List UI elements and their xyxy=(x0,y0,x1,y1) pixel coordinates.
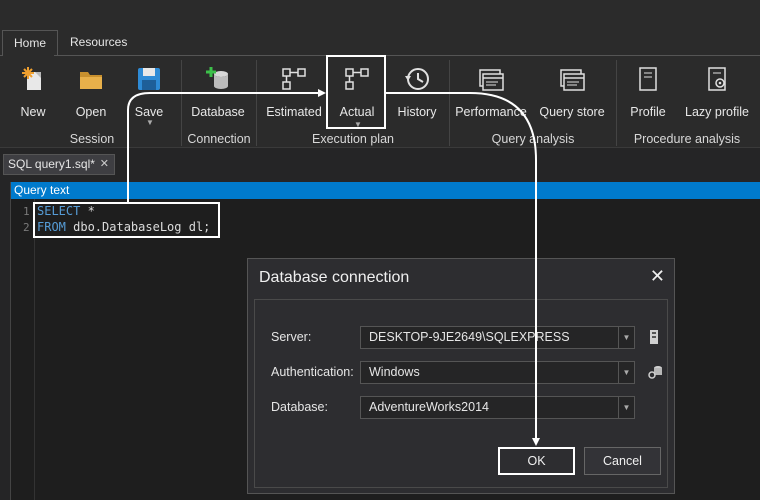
document-tab[interactable]: SQL query1.sql* ✕ xyxy=(3,154,115,175)
save-button[interactable]: Save xyxy=(124,56,174,124)
query-store-button[interactable]: Query store xyxy=(534,56,610,124)
estimated-label: Estimated xyxy=(266,105,322,119)
line-number: 2 xyxy=(23,221,30,234)
line-number-gutter: 1 2 xyxy=(11,199,35,500)
ok-button[interactable]: OK xyxy=(498,447,575,475)
open-button[interactable]: Open xyxy=(66,56,116,124)
history-button[interactable]: History xyxy=(390,56,444,124)
server-label: Server: xyxy=(271,330,312,344)
database-combo[interactable]: AdventureWorks2014 ▼ xyxy=(360,396,635,419)
auth-settings-icon[interactable] xyxy=(648,365,664,379)
query-store-label: Query store xyxy=(539,105,605,119)
code-line[interactable]: SELECT * xyxy=(37,204,95,218)
performance-label: Performance xyxy=(455,105,527,119)
query-panel-header: Query text xyxy=(11,182,760,199)
performance-icon xyxy=(479,69,504,91)
close-icon[interactable]: ✕ xyxy=(649,266,665,286)
actual-label: Actual xyxy=(339,105,375,119)
close-tab-icon[interactable]: ✕ xyxy=(99,158,109,170)
lazy-profile-icon xyxy=(708,67,726,91)
actual-highlight-box xyxy=(326,55,386,129)
dialog-title: Database connection xyxy=(259,269,410,286)
chevron-down-icon[interactable]: ▼ xyxy=(618,397,634,418)
group-procedure-analysis-label: Procedure analysis xyxy=(633,132,741,146)
ribbon-tab-bar: Home Resources xyxy=(0,0,760,57)
performance-button[interactable]: Performance xyxy=(454,56,528,124)
save-icon xyxy=(138,68,160,90)
actual-plan-icon xyxy=(345,68,369,90)
database-label: Database: xyxy=(271,400,328,414)
save-label: Save xyxy=(134,105,164,119)
save-dropdown-arrow[interactable]: ▼ xyxy=(146,118,154,127)
new-icon xyxy=(22,67,41,90)
tab-home[interactable]: Home xyxy=(2,30,59,57)
query-store-icon xyxy=(560,69,585,91)
new-button[interactable]: New xyxy=(8,56,58,124)
history-label: History xyxy=(397,105,437,119)
group-session-label: Session xyxy=(69,132,115,146)
sql-text: * xyxy=(80,204,95,218)
estimated-plan-icon xyxy=(282,68,306,90)
group-query-analysis-label: Query analysis xyxy=(491,132,575,146)
authentication-value: Windows xyxy=(369,365,420,379)
estimated-plan-button[interactable]: Estimated xyxy=(262,56,326,124)
cancel-button[interactable]: Cancel xyxy=(584,447,661,475)
sql-keyword: FROM xyxy=(37,220,66,234)
profile-button[interactable]: Profile xyxy=(622,56,674,124)
server-value: DESKTOP-9JE2649\SQLEXPRESS xyxy=(369,330,570,344)
sql-text: dbo.DatabaseLog dl; xyxy=(65,220,211,234)
database-icon xyxy=(206,67,228,89)
chevron-down-icon[interactable]: ▼ xyxy=(618,327,634,348)
database-connection-dialog: Database connection ✕ Server: DESKTOP-9J… xyxy=(247,258,675,494)
server-browse-icon[interactable] xyxy=(648,330,660,344)
new-label: New xyxy=(20,105,46,119)
lazy-profile-button[interactable]: Lazy profile xyxy=(680,56,754,124)
actual-dropdown-arrow[interactable]: ▼ xyxy=(354,120,362,129)
history-icon xyxy=(405,68,429,90)
chevron-down-icon[interactable]: ▼ xyxy=(618,362,634,383)
database-label: Database xyxy=(191,105,245,119)
database-button[interactable]: Database xyxy=(186,56,250,124)
open-folder-icon xyxy=(80,72,102,89)
tab-resources[interactable]: Resources xyxy=(70,35,128,49)
document-tab-title: SQL query1.sql* xyxy=(8,157,95,171)
database-value: AdventureWorks2014 xyxy=(369,400,489,414)
server-combo[interactable]: DESKTOP-9JE2649\SQLEXPRESS ▼ xyxy=(360,326,635,349)
open-label: Open xyxy=(75,105,107,119)
group-execution-plan-label: Execution plan xyxy=(311,132,394,146)
document-tab-bar: SQL query1.sql* ✕ xyxy=(0,149,760,177)
lazy-profile-label: Lazy profile xyxy=(685,105,749,119)
profile-label: Profile xyxy=(630,105,666,119)
group-connection-label: Connection xyxy=(187,132,251,146)
actual-plan-button[interactable]: Actual xyxy=(328,56,386,124)
authentication-label: Authentication: xyxy=(271,365,354,379)
sql-keyword: SELECT xyxy=(37,204,81,218)
code-line[interactable]: FROM dbo.DatabaseLog dl; xyxy=(37,220,210,234)
line-number: 1 xyxy=(23,205,30,218)
authentication-combo[interactable]: Windows ▼ xyxy=(360,361,635,384)
query-highlight-box xyxy=(33,202,220,238)
profile-icon xyxy=(639,67,657,91)
